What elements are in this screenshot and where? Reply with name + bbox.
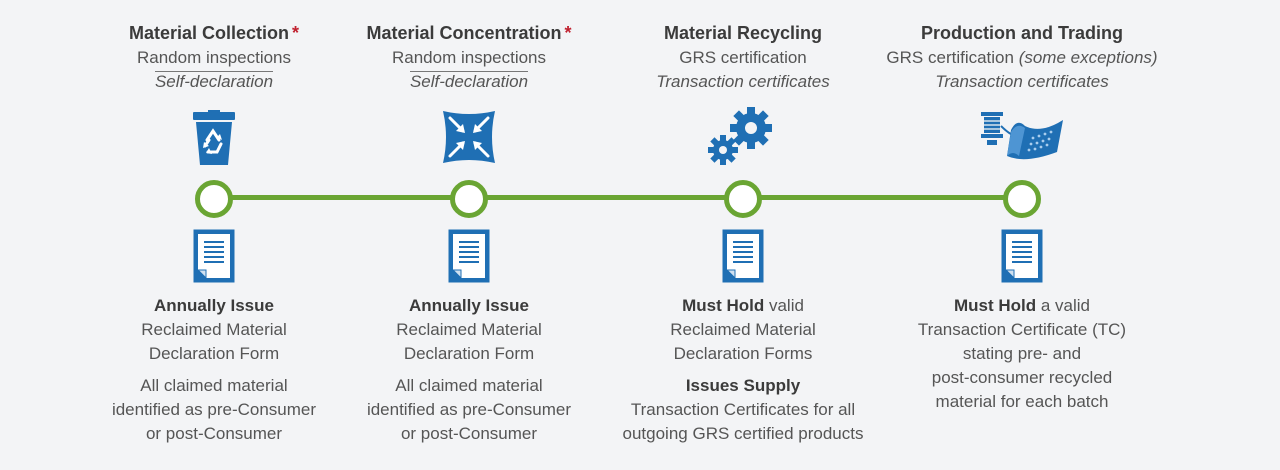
required-star: * [292,23,300,43]
requirement-note: All claimed material [395,376,543,395]
timeline-node-recycling [724,180,762,218]
thread-fabric-icon [981,112,1063,173]
required-star: * [564,23,572,43]
stage-header-production: Production and Trading GRS certification… [872,20,1172,94]
requirement-heading: Annually Issue [154,296,274,315]
document-icon [192,228,236,289]
stage-subtitle-italic: Transaction certificates [656,72,830,91]
stage-requirements-collection: Annually Issue Reclaimed Material Declar… [79,294,349,446]
requirement-line: post-consumer recycled [931,368,1113,387]
compress-arrows-icon [441,109,497,170]
stage-subtitle-italic: Transaction certificates [935,72,1109,91]
document-icon [447,228,491,289]
stage-subtitle-italic: Self-declaration [154,71,274,91]
stage-subtitle: Random inspections [136,48,292,67]
requirement-line: Reclaimed Material [396,320,542,339]
gears-icon [707,106,779,173]
stage-header-recycling: Material Recycling GRS certification Tra… [608,20,878,94]
stage-title: Production and Trading [921,23,1123,43]
requirement-note: or post-Consumer [400,424,538,443]
stage-subtitle: GRS certification (some exceptions) [886,48,1158,67]
stage-subtitle: Random inspections [391,48,547,67]
stage-title: Material Collection* [128,23,300,43]
requirement-note: outgoing GRS certified products [622,424,864,443]
requirement-heading: Annually Issue [409,296,529,315]
timeline-node-production [1003,180,1041,218]
requirement-note: All claimed material [140,376,288,395]
requirement-line: Reclaimed Material [670,320,816,339]
document-icon [721,228,765,289]
timeline-node-collection [195,180,233,218]
stage-requirements-concentration: Annually Issue Reclaimed Material Declar… [334,294,604,446]
requirement-line: Reclaimed Material [141,320,287,339]
timeline-node-concentration [450,180,488,218]
stage-subtitle-italic: Self-declaration [409,71,529,91]
requirement-note: identified as pre-Consumer [111,400,317,419]
stage-title: Material Recycling [663,23,823,43]
stage-header-collection: Material Collection* Random inspections … [79,20,349,94]
requirement-line: Declaration Forms [673,344,813,363]
requirement-heading: Must Hold a valid [953,296,1091,315]
requirement-note: identified as pre-Consumer [366,400,572,419]
stage-title: Material Concentration* [366,23,572,43]
requirement-line: Declaration Form [403,344,535,363]
requirement-line: Declaration Form [148,344,280,363]
timeline-line [214,195,1022,200]
requirement-line: stating pre- and [962,344,1082,363]
stage-requirements-production: Must Hold a valid Transaction Certificat… [887,294,1157,414]
requirement-line: Transaction Certificate (TC) [917,320,1127,339]
requirement-subheading: Issues Supply [685,376,801,395]
stage-requirements-recycling: Must Hold valid Reclaimed Material Decla… [593,294,893,446]
stage-subtitle: GRS certification [679,48,807,67]
requirement-line: material for each batch [935,392,1109,411]
stage-header-concentration: Material Concentration* Random inspectio… [334,20,604,94]
requirement-heading: Must Hold valid [682,296,804,315]
requirement-note: or post-Consumer [145,424,283,443]
requirement-note: Transaction Certificates for all [630,400,856,419]
document-icon [1000,228,1044,289]
recycle-bin-icon [190,110,238,171]
